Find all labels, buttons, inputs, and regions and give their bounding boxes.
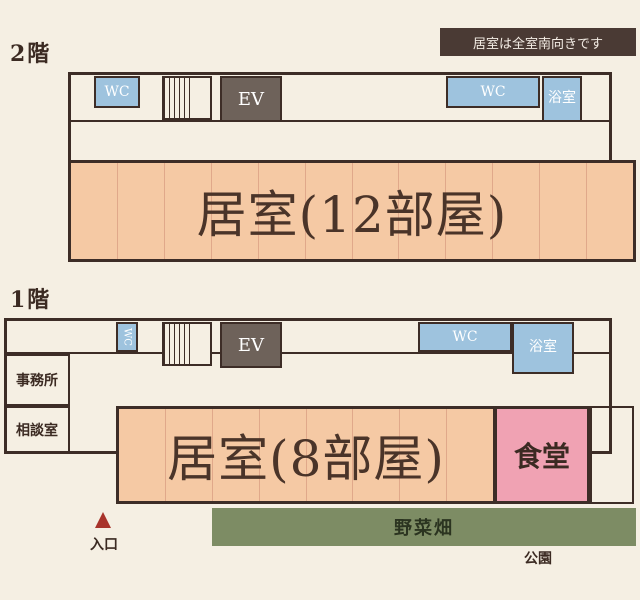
floor-1-elevator: EV [220, 322, 282, 368]
floor-1-wc-small: WC [116, 322, 138, 352]
floor-1-stairs [162, 322, 212, 366]
floor-1-bath: 浴室 [512, 322, 574, 374]
office-room: 事務所 [4, 354, 70, 406]
floor-2-wc-right: WC [446, 76, 540, 108]
floor-2-elevator: EV [220, 76, 282, 122]
floor-2-room-dividers [71, 163, 633, 259]
floor-2-wc-left: WC [94, 76, 140, 108]
consultation-room: 相談室 [4, 406, 70, 454]
vegetable-garden: 野菜畑 [212, 508, 636, 546]
floor-2-bath: 浴室 [542, 76, 582, 122]
entrance-label: 入口 [90, 537, 118, 553]
floor-2-living-label: 居室(12部屋) [196, 186, 508, 244]
note-south-facing: 居室は全室南向きです [440, 28, 636, 56]
floor-2-label: 2階 [10, 41, 52, 67]
floor-1-corridor-wall [4, 352, 612, 354]
floor-1-living-label: 居室(8部屋) [167, 430, 445, 488]
dining-room: 食堂 [494, 406, 590, 504]
floor-1-wc: WC [418, 322, 512, 352]
floor-2-living-rooms: 居室(12部屋) [68, 160, 636, 262]
floor-1-label: 1階 [10, 287, 52, 313]
floor-1-living-rooms: 居室(8部屋) [116, 406, 496, 504]
park-label: 公園 [524, 551, 552, 567]
entrance-marker-icon [95, 512, 111, 528]
floor-2-corridor-wall [68, 120, 612, 122]
floor-1-room-dividers [119, 409, 493, 501]
floor-2-stairs [162, 76, 212, 120]
floor-1-side-room [590, 406, 634, 504]
